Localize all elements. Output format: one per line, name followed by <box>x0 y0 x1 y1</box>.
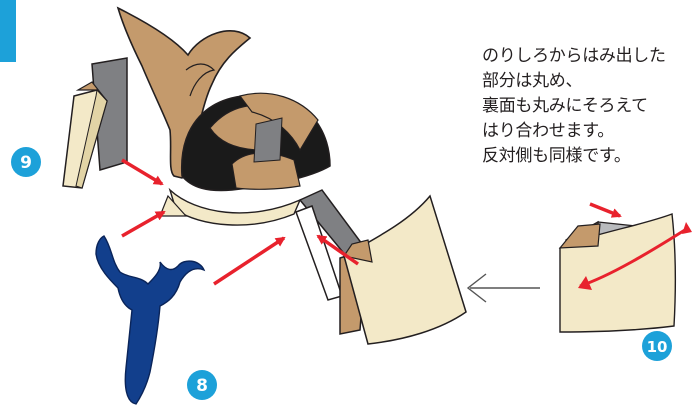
part-10-diagram <box>558 213 692 333</box>
rotate-arrow <box>579 226 689 288</box>
step-9-label: 9 <box>20 153 32 173</box>
arrow-5 <box>589 202 622 218</box>
horn-detail-line <box>185 63 216 97</box>
helmet-bowl <box>159 92 331 226</box>
arrow-3 <box>213 236 286 286</box>
arrow-1 <box>121 158 164 186</box>
instruction-line: 反対側も同様です。 <box>482 146 631 166</box>
arrow-2 <box>121 210 166 238</box>
step-10-label: 10 <box>647 338 668 356</box>
cream-sheet <box>343 194 467 345</box>
step-8-label: 8 <box>196 376 208 396</box>
part-9-block <box>62 57 128 189</box>
instruction-line: 裏面も丸みにそろえて <box>482 96 648 116</box>
red-arrows <box>121 158 622 286</box>
step-badge-10: 10 <box>642 331 672 361</box>
instruction-text: のりしろからはみ出した 部分は丸め、 裏面も丸みにそろえて はり合わせます。 反… <box>482 44 692 169</box>
part-8-ornament <box>95 235 206 405</box>
step-badge-9: 9 <box>11 147 41 177</box>
step-badge-8: 8 <box>187 370 217 400</box>
instruction-line: 部分は丸め、 <box>482 71 583 91</box>
arrow-4 <box>316 234 360 266</box>
page-tab-marker <box>0 0 16 62</box>
instruction-line: のりしろからはみ出した <box>482 46 666 66</box>
direction-arrow <box>466 273 540 303</box>
instruction-line: はり合わせます。 <box>482 121 614 141</box>
